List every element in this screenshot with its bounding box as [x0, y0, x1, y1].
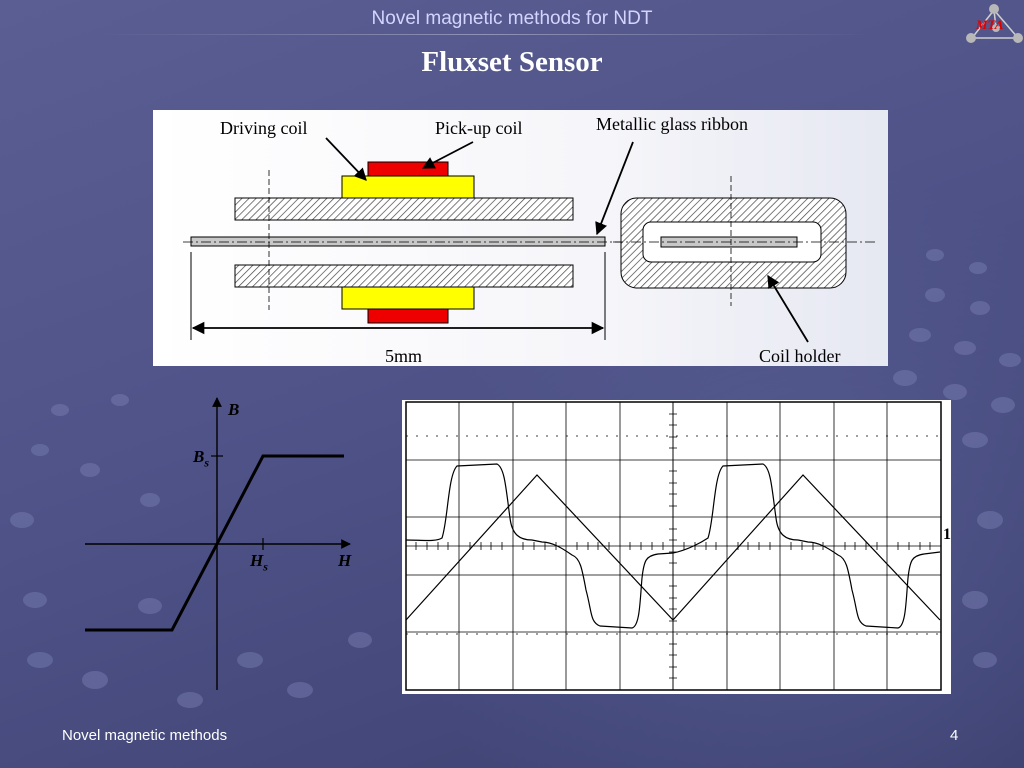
metallic-ribbon — [190, 236, 606, 247]
bs-label: Bs — [193, 447, 210, 470]
dimension-label: 5mm — [385, 346, 423, 366]
sensor-drawing — [183, 137, 875, 343]
bh-curve-plot — [85, 397, 351, 690]
channel-marker: 1 — [943, 526, 951, 543]
magnetization-curve — [85, 454, 344, 632]
pickup-coil-label: Pick-up coil — [435, 118, 523, 138]
header-divider — [100, 34, 870, 35]
slide-title: Fluxset Sensor — [421, 46, 603, 78]
mta-logo-icon: MTA — [966, 4, 1023, 43]
b-axis-label: B — [228, 400, 240, 419]
driving-coil-bottom — [341, 286, 475, 310]
logo-text: MTA — [975, 17, 1004, 32]
oscilloscope-traces — [405, 401, 942, 691]
pickup-coil-top — [367, 161, 449, 177]
oscilloscope-screen: 1 — [402, 400, 951, 694]
page-number: 4 — [950, 727, 959, 744]
driving-coil-top — [341, 175, 475, 199]
triangular-trace — [405, 474, 941, 621]
sensor-diagram: Driving coil Pick-up coil Metallic glass… — [153, 110, 888, 366]
presentation-title: Novel magnetic methods for NDT — [371, 8, 653, 29]
square-trace — [405, 463, 941, 629]
footer-text: Novel magnetic methods — [62, 727, 228, 744]
h-axis-label: H — [338, 551, 352, 570]
holder-wall-top — [234, 197, 574, 221]
holder-wall-bottom — [234, 264, 574, 288]
hs-label: Hs — [250, 551, 268, 574]
pickup-coil-bottom — [367, 308, 449, 324]
driving-coil-label: Driving coil — [220, 118, 308, 138]
ribbon-label: Metallic glass ribbon — [596, 114, 748, 134]
coil-holder-label: Coil holder — [759, 346, 841, 366]
